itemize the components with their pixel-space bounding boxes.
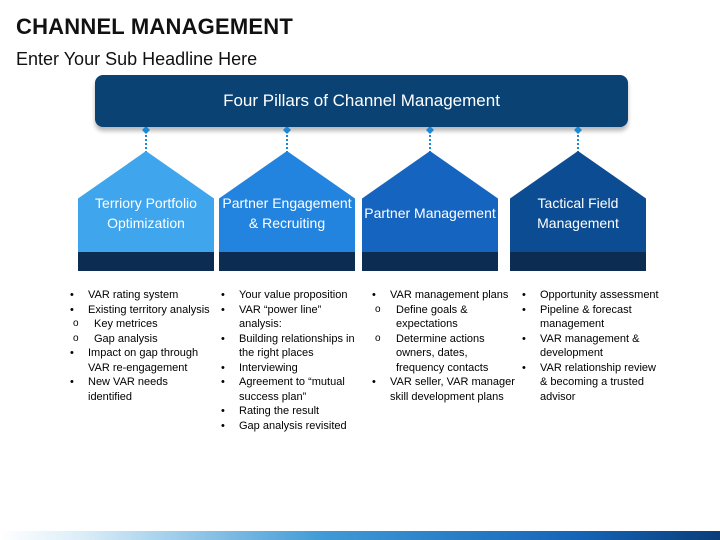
sub-list-item: o Gap analysis	[64, 332, 214, 347]
bullet-icon: •	[70, 303, 74, 316]
pillar-connector	[142, 127, 150, 153]
hollow-bullet-icon: o	[375, 303, 381, 315]
bullet-icon: •	[221, 419, 225, 432]
bullet-icon: •	[221, 376, 225, 388]
pillar-1-list: • VAR rating system • Existing territory an…	[64, 288, 214, 404]
list-item: • Impact on gap through VAR re-engagement	[64, 346, 214, 375]
list-item-text: Interviewing	[239, 361, 298, 374]
list-item-text: VAR rating system	[88, 289, 179, 301]
list-item: • VAR management plans	[366, 288, 516, 303]
pillar-connector	[426, 127, 434, 153]
footer-gradient-bar	[0, 531, 720, 540]
pillar-base	[362, 252, 498, 271]
bullet-icon: •	[70, 289, 74, 301]
bullet-icon: •	[221, 303, 225, 316]
list-item-text: Pipeline & forecast management	[540, 303, 632, 331]
pillar-base	[219, 252, 355, 271]
list-item: • Interviewing	[215, 361, 365, 376]
sub-list-item: o Determine actions owners, dates, freque…	[366, 332, 516, 376]
list-item-text: VAR management plans	[390, 289, 509, 301]
pillar-base	[78, 252, 214, 271]
hollow-bullet-icon: o	[73, 332, 79, 344]
pillar-connector	[283, 127, 291, 153]
list-item: • Rating the result	[215, 404, 365, 419]
list-item-text: Your value proposition	[239, 289, 348, 301]
pillar-4: Tactical Field Management	[510, 127, 646, 272]
connector-diamond	[426, 127, 434, 134]
bullet-icon: •	[70, 376, 74, 388]
list-item-text: Define goals & expectations	[396, 303, 468, 331]
list-item: • VAR seller, VAR manager skill developme…	[366, 375, 516, 404]
connector-diamond	[574, 127, 582, 134]
list-item-text: Gap analysis	[94, 332, 158, 345]
list-item-text: VAR relationship review & becoming a tru…	[540, 361, 656, 403]
bullet-icon: •	[522, 289, 526, 301]
list-item-text: Opportunity assessment	[540, 289, 659, 301]
sub-list-item: o Key metrices	[64, 317, 214, 332]
list-item: • Your value proposition	[215, 288, 365, 303]
slide-title: CHANNEL MANAGEMENT	[16, 14, 293, 39]
pillar-label: Partner Engagement & Recruiting	[222, 195, 352, 231]
connector-diamond	[142, 127, 150, 134]
pillar-base	[510, 252, 646, 271]
list-item-text: VAR “power line” analysis:	[239, 303, 322, 331]
banner-title: Four Pillars of Channel Management	[223, 91, 500, 110]
list-item-text: VAR seller, VAR manager skill developmen…	[390, 376, 515, 403]
list-item: • Existing territory analysis	[64, 303, 214, 318]
bullet-icon: •	[221, 361, 225, 374]
pillars-banner: Four Pillars of Channel Management	[95, 75, 628, 127]
bullet-icon: •	[221, 332, 225, 345]
list-item: • New VAR needs identified	[64, 375, 214, 404]
bullet-icon: •	[372, 289, 376, 301]
list-item-text: Gap analysis revisited	[239, 419, 347, 432]
list-item-text: Building relationships in the right plac…	[239, 332, 355, 360]
pillar-2: Partner Engagement & Recruiting	[219, 127, 355, 272]
pillar-4-list: • Opportunity assessment • Pipeline & forec…	[516, 288, 666, 404]
list-item: • Gap analysis revisited	[215, 419, 365, 434]
list-item-text: Agreement to “mutual success plan”	[239, 376, 345, 403]
pillar-2-list: • Your value proposition • VAR “power line”…	[215, 288, 365, 433]
bullet-icon: •	[522, 361, 526, 374]
bullet-icon: •	[70, 347, 74, 359]
list-item-text: Key metrices	[94, 318, 158, 330]
hollow-bullet-icon: o	[375, 332, 381, 344]
bullet-icon: •	[221, 405, 225, 417]
list-item-text: Impact on gap through VAR re-engagement	[88, 347, 199, 374]
list-item: • Building relationships in the right pla…	[215, 332, 365, 361]
pillar-1: Terriory Portfolio Optimization	[78, 127, 214, 272]
list-item: • Opportunity assessment	[516, 288, 666, 303]
list-item-text: New VAR needs identified	[88, 376, 168, 403]
pillar-label: Tactical Field Management	[537, 195, 619, 231]
bullet-icon: •	[221, 289, 225, 301]
list-item: • VAR “power line” analysis:	[215, 303, 365, 332]
list-item: • VAR management & development	[516, 332, 666, 361]
list-item-text: Existing territory analysis	[88, 303, 210, 316]
sub-list-item: o Define goals & expectations	[366, 303, 516, 332]
list-item: • Pipeline & forecast management	[516, 303, 666, 332]
pillar-3-list: • VAR management plans o Define goals & exp…	[366, 288, 516, 404]
list-item: • Agreement to “mutual success plan”	[215, 375, 365, 404]
list-item-text: VAR management & development	[540, 332, 640, 360]
connector-diamond	[283, 127, 291, 134]
bullet-icon: •	[372, 376, 376, 388]
pillar-label: Partner Management	[364, 204, 496, 221]
pillar-connector	[574, 127, 582, 153]
slide-subtitle: Enter Your Sub Headline Here	[16, 49, 258, 69]
hollow-bullet-icon: o	[73, 318, 79, 329]
list-item-text: Rating the result	[239, 405, 320, 417]
bullet-icon: •	[522, 332, 526, 345]
bullet-icon: •	[522, 303, 526, 316]
list-item: • VAR relationship review & becoming a tr…	[516, 361, 666, 405]
list-item: • VAR rating system	[64, 288, 214, 303]
pillar-3: Partner Management	[362, 127, 498, 272]
pillar-label: Terriory Portfolio Optimization	[95, 195, 197, 231]
list-item-text: Determine actions owners, dates, frequen…	[396, 332, 489, 374]
